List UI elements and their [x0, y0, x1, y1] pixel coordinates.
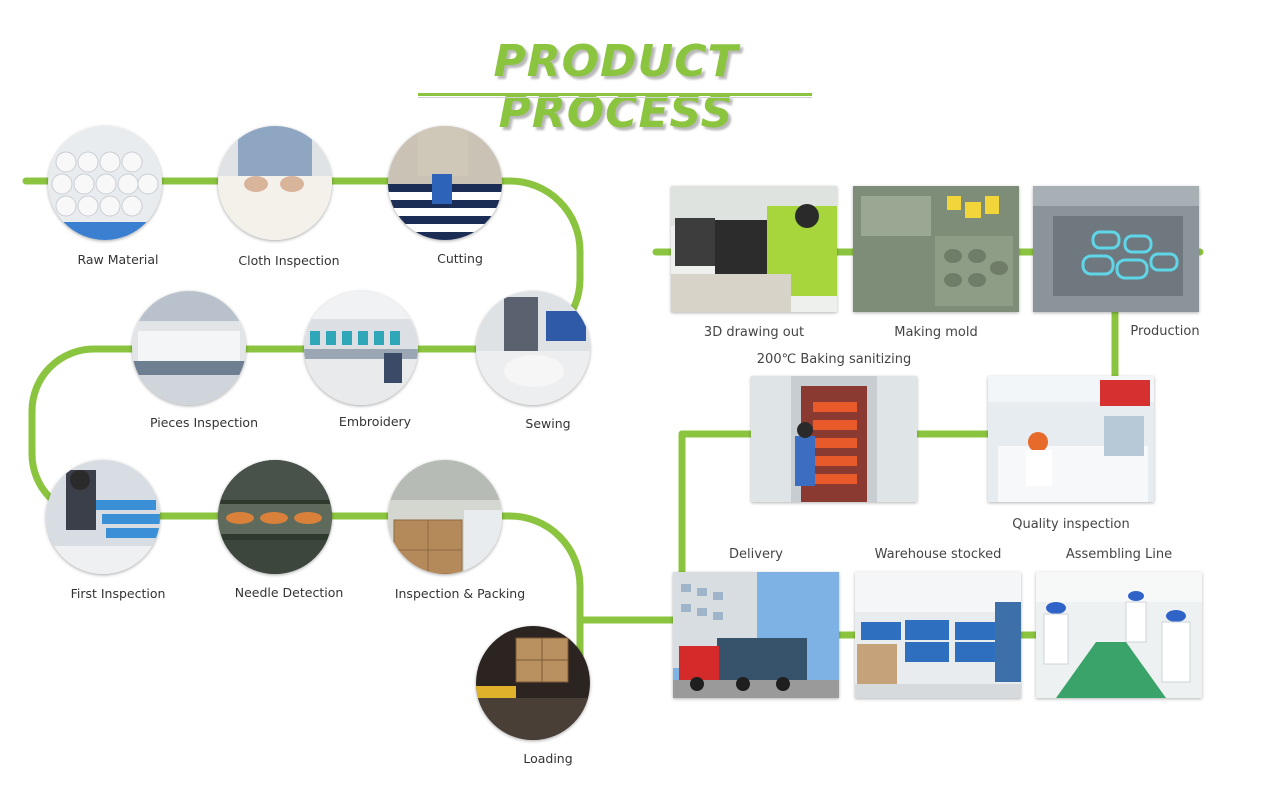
step-label: Inspection & Packing: [394, 586, 526, 601]
cloth-inspection-photo: [218, 126, 332, 240]
left-flow-connector: [22, 177, 584, 687]
step-label: Sewing: [525, 416, 571, 431]
delivery-truck-photo: [673, 572, 839, 698]
baking-oven-photo: [751, 376, 917, 502]
step-label: Production: [1130, 324, 1200, 339]
packing-photo: [388, 460, 502, 574]
cutting-photo: [388, 126, 502, 240]
step-label: Pieces Inspection: [149, 415, 259, 430]
injection-machine-photo: [1033, 186, 1199, 312]
step-label: Delivery: [729, 547, 783, 562]
loading-forklift-photo: [476, 626, 590, 740]
title-underline-shadow: [418, 97, 812, 98]
fabric-rolls-photo: [48, 126, 162, 240]
step-label: Embroidery: [338, 414, 412, 429]
needle-detector-photo: [218, 460, 332, 574]
sewing-photo: [476, 291, 590, 405]
step-label: Loading: [523, 751, 573, 766]
step-label: Raw Material: [77, 252, 159, 267]
embroidery-machine-photo: [304, 291, 418, 405]
mold-photo: [853, 186, 1019, 312]
page-title: PRODUCT PROCESS: [493, 36, 739, 138]
warehouse-photo: [855, 572, 1021, 698]
step-label: Warehouse stocked: [874, 547, 1002, 562]
step-label: 3D drawing out: [703, 325, 805, 340]
step-label: Cloth Inspection: [238, 253, 340, 268]
qc-station-photo: [988, 376, 1154, 502]
step-label: First Inspection: [70, 586, 166, 601]
first-inspection-photo: [46, 460, 160, 574]
step-label: Needle Detection: [234, 585, 344, 600]
step-label: 200℃ Baking sanitizing: [756, 352, 912, 367]
design-office-photo: [671, 186, 837, 312]
step-label: Quality inspection: [1012, 517, 1130, 532]
pieces-inspection-photo: [132, 291, 246, 405]
step-label: Cutting: [437, 251, 483, 266]
step-label: Making mold: [894, 325, 978, 340]
step-label: Assembling Line: [1065, 547, 1173, 562]
assembly-line-photo: [1036, 572, 1202, 698]
title-underline: [418, 93, 812, 96]
